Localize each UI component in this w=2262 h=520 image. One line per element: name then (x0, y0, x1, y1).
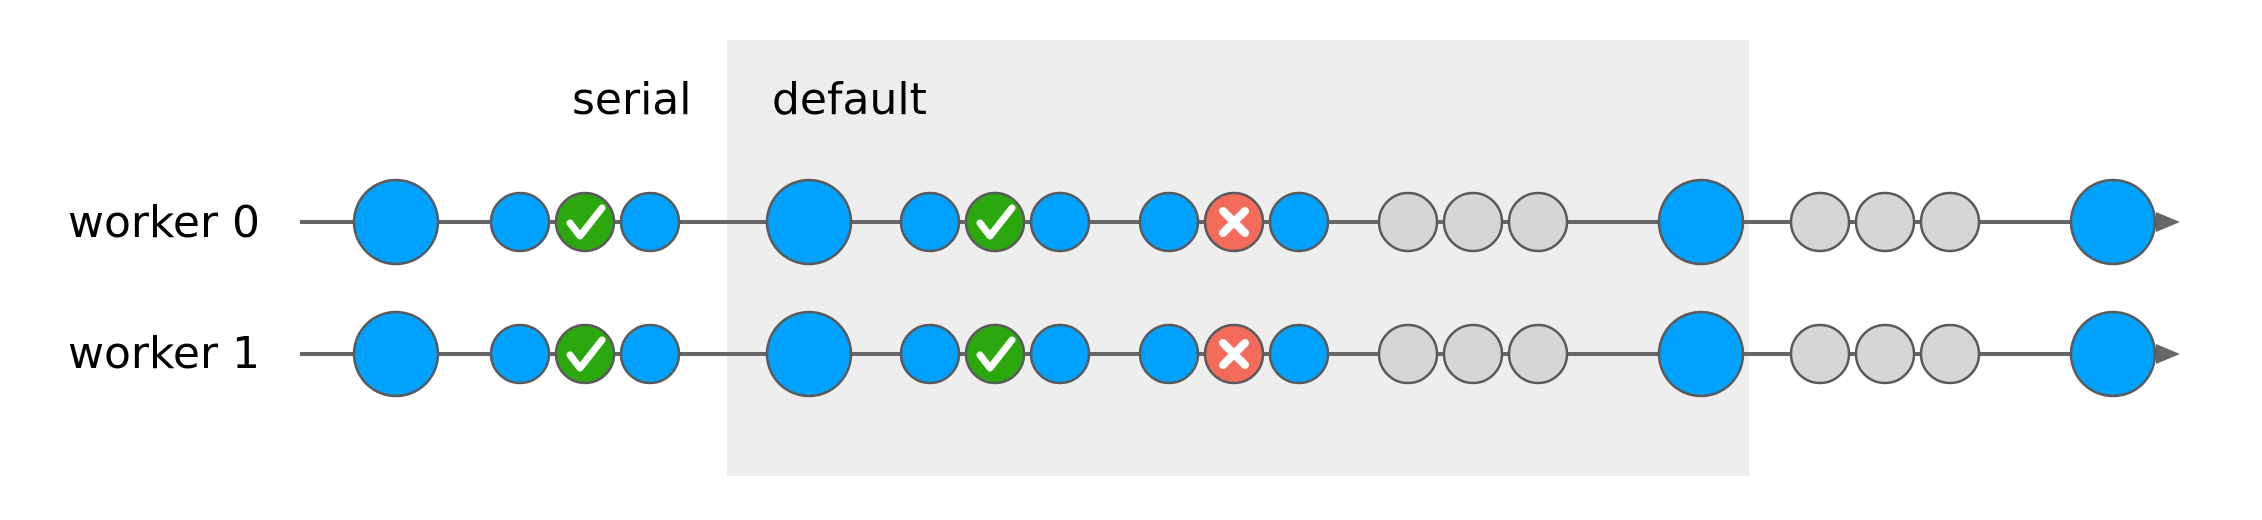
step-node (2069, 310, 2157, 398)
step-node (1657, 310, 1745, 398)
test-node-pending (1507, 323, 1569, 385)
test-node-active (489, 323, 551, 385)
check-icon (976, 336, 1016, 372)
worker-timeline (300, 178, 2180, 266)
worker-timeline (300, 310, 2180, 398)
test-node-active (619, 323, 681, 385)
test-node-pending (1854, 191, 1916, 253)
test-node-active (619, 191, 681, 253)
default-group-label: default (772, 74, 927, 125)
test-node-pending (1789, 323, 1851, 385)
test-node-active (899, 323, 961, 385)
test-node-pending (1442, 323, 1504, 385)
step-node (352, 178, 440, 266)
step-node (1657, 178, 1745, 266)
test-node-active (489, 191, 551, 253)
test-node-active (1138, 323, 1200, 385)
test-node-pending (1442, 191, 1504, 253)
test-node-passed (554, 323, 616, 385)
timeline-arrow-icon (2156, 212, 2180, 232)
worker-label: worker 0 (68, 197, 261, 248)
cross-icon (1219, 207, 1249, 237)
test-node-active (1029, 191, 1091, 253)
test-node-pending (1854, 323, 1916, 385)
cross-icon (1219, 339, 1249, 369)
test-node-pending (1919, 323, 1981, 385)
check-icon (566, 336, 606, 372)
timeline-arrow-icon (2156, 344, 2180, 364)
test-node-passed (964, 323, 1026, 385)
test-node-pending (1377, 323, 1439, 385)
step-node (765, 310, 853, 398)
test-node-passed (554, 191, 616, 253)
test-node-active (899, 191, 961, 253)
test-node-active (1029, 323, 1091, 385)
check-icon (976, 204, 1016, 240)
test-node-pending (1377, 191, 1439, 253)
worker-label: worker 1 (68, 328, 261, 379)
step-node (2069, 178, 2157, 266)
check-icon (566, 204, 606, 240)
test-node-active (1268, 191, 1330, 253)
test-node-pending (1789, 191, 1851, 253)
test-node-passed (964, 191, 1026, 253)
test-node-active (1268, 323, 1330, 385)
test-node-active (1138, 191, 1200, 253)
timelines (300, 178, 2180, 398)
default-group-box (727, 40, 1749, 476)
step-node (765, 178, 853, 266)
test-node-pending (1919, 191, 1981, 253)
test-node-pending (1507, 191, 1569, 253)
step-node (352, 310, 440, 398)
serial-group-label: serial (572, 74, 692, 125)
